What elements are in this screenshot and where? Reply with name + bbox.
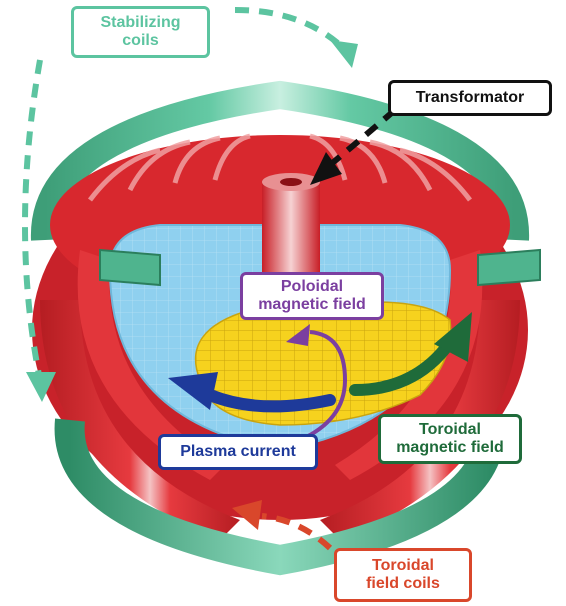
label-toroidal-coils-line1: Toroidal [372, 557, 434, 575]
label-toroidal-field-line2: magnetic field [396, 439, 504, 457]
label-poloidal-line2: magnetic field [258, 296, 366, 314]
label-stabilizing-coils: Stabilizing coils [71, 6, 210, 58]
label-plasma-current: Plasma current [158, 434, 318, 470]
label-stabilizing-coils-line2: coils [122, 32, 158, 50]
label-transformator: Transformator [388, 80, 552, 116]
label-poloidal-field: Poloidal magnetic field [240, 272, 384, 320]
label-plasma-current-text: Plasma current [180, 443, 296, 461]
label-transformator-text: Transformator [416, 89, 524, 107]
label-stabilizing-coils-line1: Stabilizing [101, 14, 181, 32]
label-toroidal-coils: Toroidal field coils [334, 548, 472, 602]
label-toroidal-field: Toroidal magnetic field [378, 414, 522, 464]
label-toroidal-coils-line2: field coils [366, 575, 440, 593]
label-toroidal-field-line1: Toroidal [419, 421, 481, 439]
label-poloidal-line1: Poloidal [281, 278, 343, 296]
